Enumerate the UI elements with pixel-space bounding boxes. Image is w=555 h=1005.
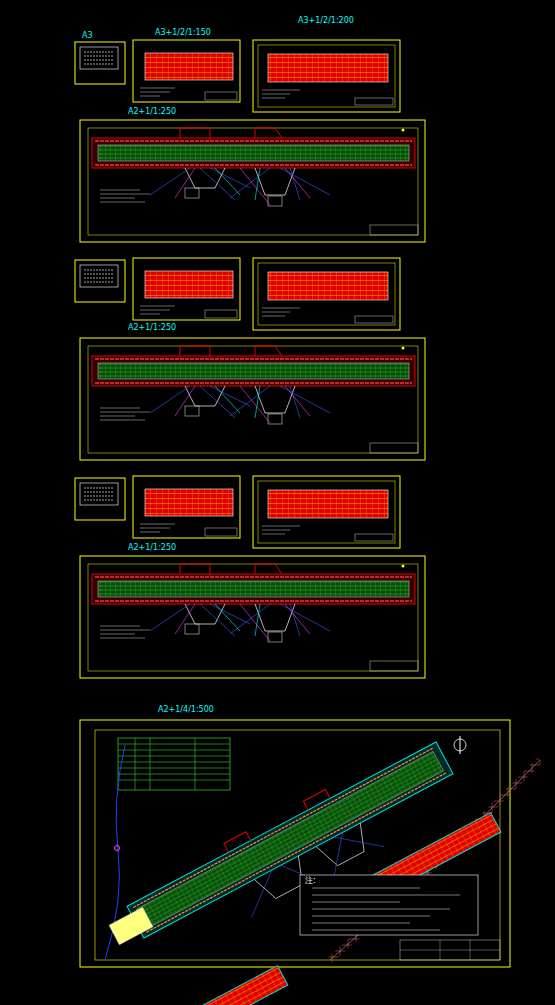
sheet-label: A3+1/2/1:150 (155, 29, 211, 37)
sheet-label: 注: (305, 877, 316, 885)
sheet-label: A2+1/1:250 (128, 108, 176, 116)
sheet-label: A2+1/1:250 (128, 324, 176, 332)
sheet-label: A2+1/1:250 (128, 544, 176, 552)
sheet-label: A3+1/2/1:200 (298, 17, 354, 25)
sheet-label: A3 (82, 32, 93, 40)
sheet-label: A2+1/4/1:500 (158, 706, 214, 714)
